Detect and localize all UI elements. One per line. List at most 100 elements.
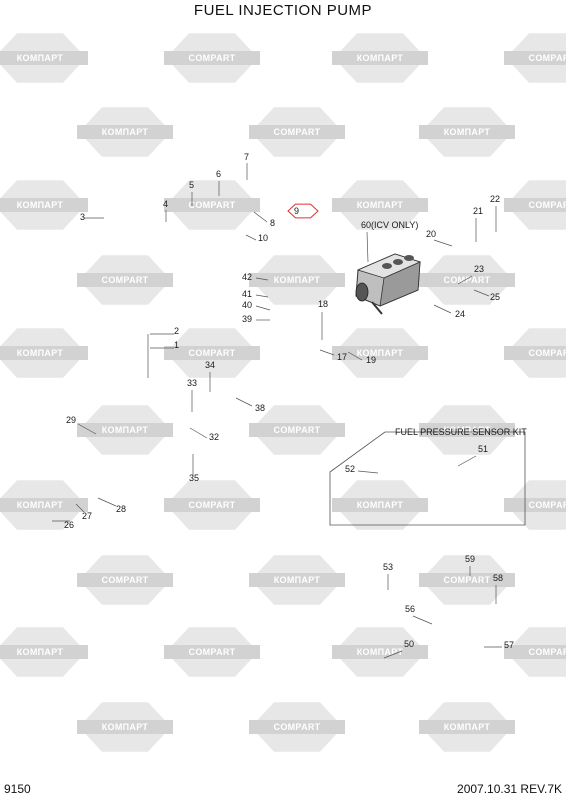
watermark-band [419,125,515,139]
part-label[interactable]: 17 [337,352,347,362]
part-label[interactable]: 3 [80,212,85,222]
watermark-text: КОМПАРТ [102,425,149,435]
leader-line [189,427,208,439]
watermark-band [164,645,260,659]
watermark-band [504,51,566,65]
watermark-text: COMPART [274,722,321,732]
watermark-band [0,346,88,360]
watermark-band [0,51,88,65]
leader-line [255,305,271,311]
page-title: FUEL INJECTION PUMP [193,2,373,19]
part-label[interactable]: 40 [242,300,252,310]
part-label[interactable]: 32 [209,432,219,442]
part-label[interactable]: 5 [189,180,194,190]
leader-line [319,349,335,356]
part-label[interactable]: 56 [405,604,415,614]
leader-line [457,455,477,467]
part-label-layer: 1234567891017181920212223242526272829323… [64,152,514,650]
part-label[interactable]: 39 [242,314,252,324]
watermark-text: КОМПАРТ [357,647,404,657]
leader-line [433,239,453,247]
watermark-band [504,498,566,512]
watermark-text: КОМПАРТ [17,348,64,358]
watermark-text: COMPART [189,500,236,510]
watermark-text: КОМПАРТ [17,53,64,63]
part-label[interactable]: 24 [455,309,465,319]
part-label[interactable]: 58 [493,573,503,583]
watermark-text: COMPART [444,575,491,585]
part-label[interactable]: 4 [163,199,168,209]
watermark-band [249,423,345,437]
watermark-text: КОМПАРТ [444,425,491,435]
part-label[interactable]: 35 [189,473,199,483]
part-label[interactable]: 51 [478,444,488,454]
part-label[interactable]: 60(ICV ONLY) [361,220,418,230]
part-label[interactable]: 33 [187,378,197,388]
leader-line [235,397,253,407]
watermark-band [164,51,260,65]
part-label[interactable]: 26 [64,520,74,530]
watermark-band [0,198,88,212]
part-label[interactable]: 8 [270,218,275,228]
part-label[interactable]: 38 [255,403,265,413]
part-label[interactable]: 22 [490,194,500,204]
part-label[interactable]: 2 [174,326,179,336]
watermark-text: COMPART [529,200,566,210]
watermark-band [249,125,345,139]
leader-lines [52,163,502,659]
watermark-band [77,125,173,139]
part-label[interactable]: 59 [465,554,475,564]
part-label[interactable]: 19 [366,355,376,365]
watermark-text: COMPART [189,647,236,657]
watermark-band [164,498,260,512]
part-label[interactable]: 18 [318,299,328,309]
watermark-text: COMPART [529,500,566,510]
watermark-band [419,423,515,437]
watermark-text: КОМПАРТ [357,200,404,210]
watermark-text: COMPART [529,647,566,657]
part-label[interactable]: 23 [474,264,484,274]
watermark-text: COMPART [529,348,566,358]
watermark-band [504,645,566,659]
part-label[interactable]: 20 [426,229,436,239]
watermark-text: КОМПАРТ [17,500,64,510]
part-label[interactable]: 53 [383,562,393,572]
leader-line [357,470,379,474]
kit-label: FUEL PRESSURE SENSOR KIT [395,427,527,437]
leader-line [383,650,403,659]
part-label[interactable]: 42 [242,272,252,282]
watermark-band [504,198,566,212]
watermark-text: COMPART [274,425,321,435]
part-label[interactable]: 1 [174,340,179,350]
watermark-text: КОМПАРТ [102,722,149,732]
watermark-text: COMPART [444,275,491,285]
leader-line [457,275,473,285]
watermark-band [419,573,515,587]
part-label[interactable]: 50 [404,639,414,649]
part-label[interactable]: 6 [216,169,221,179]
part-label[interactable]: 29 [66,415,76,425]
leader-line [473,289,490,297]
watermark-band [332,498,428,512]
part-label[interactable]: 7 [244,152,249,162]
part-label[interactable]: 28 [116,504,126,514]
watermark-text: КОМПАРТ [17,200,64,210]
watermark-band [77,573,173,587]
part-label[interactable]: 25 [490,292,500,302]
part-label[interactable]: 9 [294,206,299,216]
kit-box [329,431,526,526]
part-label[interactable]: 34 [205,360,215,370]
watermark-band [0,645,88,659]
part-label[interactable]: 27 [82,511,92,521]
part-label[interactable]: 52 [345,464,355,474]
highlight-hexagon [287,203,319,219]
part-label[interactable]: 41 [242,289,252,299]
part-label[interactable]: 10 [258,233,268,243]
watermark-text: КОМПАРТ [102,127,149,137]
watermark-band [164,198,260,212]
part-label[interactable]: 21 [473,206,483,216]
leader-line [433,304,452,314]
watermark-band [332,645,428,659]
part-label[interactable]: 57 [504,640,514,650]
